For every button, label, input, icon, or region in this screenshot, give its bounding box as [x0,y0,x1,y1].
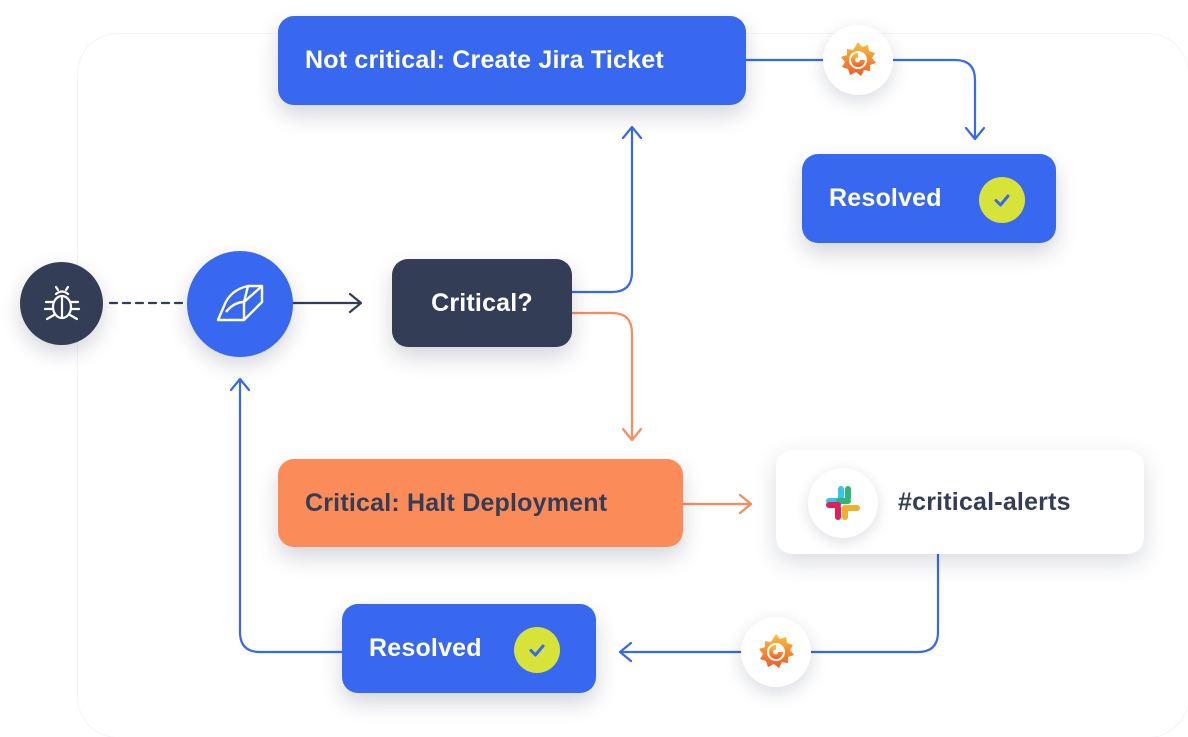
arrow-critical-to-halt [570,311,643,442]
arrow-critical-to-jira [570,125,643,294]
critical-decision-label: Critical? [431,288,533,317]
grafana-node-bottom [741,617,811,687]
jira-ticket-label: Not critical: Create Jira Ticket [305,46,664,74]
slack-icon [826,486,860,520]
bug-icon [43,285,80,320]
check-icon [994,194,1010,207]
bug-node [20,262,103,345]
resolved-label-bottom: Resolved [369,634,482,662]
tool-node [187,251,293,357]
grafana-node-top [823,25,893,95]
arrow-grafana-to-resolved-bottom [618,641,743,663]
arrow-grafana-to-resolved-top [891,58,986,141]
halt-deployment-node: Critical: Halt Deployment [278,459,683,547]
arrow-halt-to-slack [681,493,753,515]
line-slack-to-grafana [809,552,940,654]
resolved-label-top: Resolved [829,184,942,212]
ramp-block-icon [216,284,264,322]
halt-deployment-label: Critical: Halt Deployment [305,488,608,517]
slack-logo [808,468,878,538]
grafana-icon [759,634,794,668]
jira-ticket-node: Not critical: Create Jira Ticket [278,16,746,105]
check-badge-bottom [514,627,560,673]
grafana-icon [841,42,876,76]
arrow-resolved-to-tool [229,377,344,654]
check-badge-top [979,177,1025,223]
slack-channel-label: #critical-alerts [898,487,1071,516]
arrow-tool-to-critical [291,292,363,314]
check-icon [529,644,545,657]
critical-decision-node: Critical? [392,259,572,347]
